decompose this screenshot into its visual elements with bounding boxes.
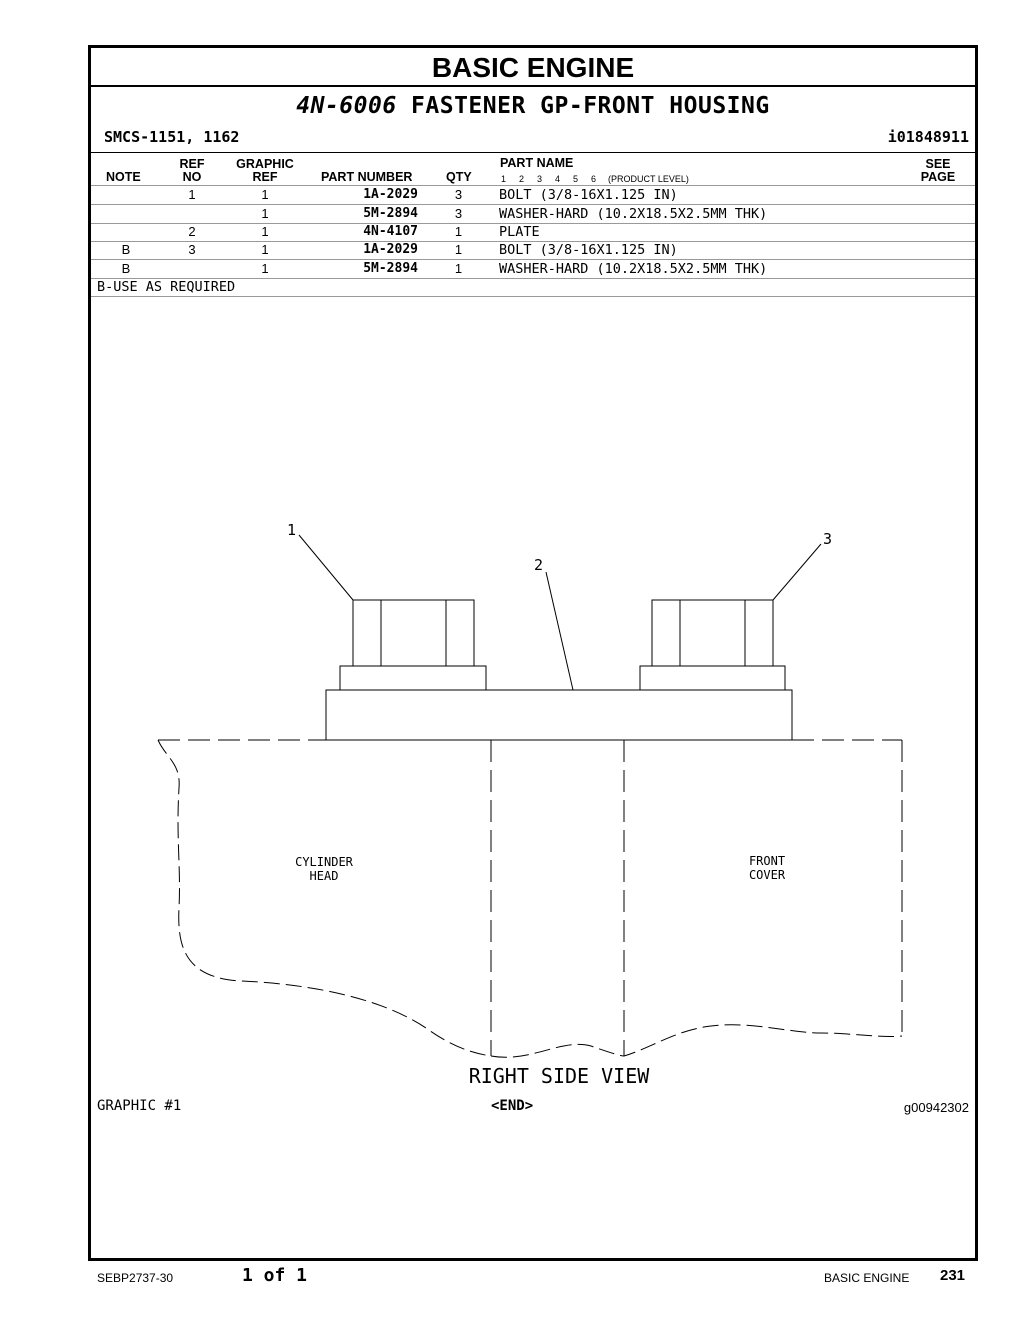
row-part-number: 1A-2029 xyxy=(363,187,418,202)
header-see-bottom: PAGE xyxy=(920,170,956,184)
row-qty: 1 xyxy=(454,242,463,257)
header-see-page: SEE PAGE xyxy=(913,158,963,184)
header-divider xyxy=(91,152,975,153)
cylinder-head-label-1: CYLINDER xyxy=(295,855,354,869)
row-ref: 3 xyxy=(188,242,196,257)
row-qty: 3 xyxy=(454,206,463,221)
header-ref: REF NO xyxy=(173,158,211,184)
row-qty: 3 xyxy=(454,187,463,202)
row-part-number: 5M-2894 xyxy=(363,261,418,276)
header-graphic-top: GRAPHIC xyxy=(236,157,294,171)
page-title: BASIC ENGINE xyxy=(91,48,975,87)
header-part-name: PART NAME xyxy=(500,156,574,170)
level-3: 3 xyxy=(537,174,543,184)
row-divider xyxy=(91,296,975,297)
footer-section-name: BASIC ENGINE xyxy=(824,1271,910,1285)
washer-right xyxy=(639,665,786,691)
group-part-number: 4N-6006 xyxy=(296,93,397,119)
row-part-name: BOLT (3/8-16X1.125 IN) xyxy=(499,187,678,203)
note-text: B-USE AS REQUIRED xyxy=(97,279,236,295)
row-graphic-ref: 1 xyxy=(261,206,269,221)
level-1: 1 xyxy=(501,174,507,184)
page-frame: BASIC ENGINE 4N-6006 FASTENER GP-FRONT H… xyxy=(88,45,978,1261)
callout-3: 3 xyxy=(823,530,832,548)
row-graphic-ref: 1 xyxy=(261,242,269,257)
header-ref-bottom: NO xyxy=(182,170,202,184)
level-5: 5 xyxy=(573,174,579,184)
cylinder-head-outline xyxy=(157,739,492,1057)
row-graphic-ref: 1 xyxy=(261,187,269,202)
footer-page-of: 1 of 1 xyxy=(242,1265,308,1286)
header-part-number: PART NUMBER xyxy=(321,170,413,184)
front-cover-label-2: COVER xyxy=(749,868,786,882)
document-id: i01848911 xyxy=(887,128,969,146)
row-part-name: PLATE xyxy=(499,224,540,240)
header-graphic-bottom: REF xyxy=(252,170,278,184)
row-graphic-ref: 1 xyxy=(261,261,269,276)
row-divider xyxy=(91,241,975,242)
header-graphic-ref: GRAPHIC REF xyxy=(229,158,301,184)
bolt-head-left xyxy=(352,599,475,667)
header-note: NOTE xyxy=(106,170,141,184)
row-part-number: 5M-2894 xyxy=(363,206,418,221)
front-cover-label-1: FRONT xyxy=(749,854,785,868)
product-level-label: (PRODUCT LEVEL) xyxy=(608,174,689,184)
row-part-number: 4N-4107 xyxy=(363,224,418,239)
end-marker: <END> xyxy=(491,1098,534,1114)
front-cover-outline xyxy=(490,1024,903,1058)
row-part-name: WASHER-HARD (10.2X18.5X2.5MM THK) xyxy=(499,206,768,222)
row-divider xyxy=(91,223,975,224)
smcs-codes: SMCS-1151, 1162 xyxy=(104,128,240,146)
header-ref-top: REF xyxy=(179,157,205,171)
bolt-head-right xyxy=(651,599,774,667)
level-6: 6 xyxy=(591,174,597,184)
header-qty: QTY xyxy=(446,170,472,184)
level-4: 4 xyxy=(555,174,561,184)
row-part-number: 1A-2029 xyxy=(363,242,418,257)
row-note: B xyxy=(121,261,131,276)
callout-2: 2 xyxy=(534,556,543,574)
row-divider xyxy=(91,278,975,279)
washer-left xyxy=(339,665,487,691)
graphic-number: g00942302 xyxy=(903,1100,969,1115)
row-note: B xyxy=(121,242,131,257)
callout-1: 1 xyxy=(287,521,296,539)
footer-document-number: SEBP2737-30 xyxy=(97,1271,174,1285)
row-divider xyxy=(91,204,975,205)
row-divider xyxy=(91,185,975,186)
group-title: 4N-6006 FASTENER GP-FRONT HOUSING xyxy=(91,86,975,126)
row-part-name: BOLT (3/8-16X1.125 IN) xyxy=(499,242,678,258)
graphic-label: GRAPHIC #1 xyxy=(97,1098,182,1114)
header-see-top: SEE xyxy=(925,157,951,171)
row-ref: 1 xyxy=(188,187,196,202)
view-title: RIGHT SIDE VIEW xyxy=(469,1064,651,1088)
row-divider xyxy=(91,259,975,260)
level-2: 2 xyxy=(519,174,525,184)
row-qty: 1 xyxy=(454,224,463,239)
row-part-name: WASHER-HARD (10.2X18.5X2.5MM THK) xyxy=(499,261,768,277)
row-qty: 1 xyxy=(454,261,463,276)
row-graphic-ref: 1 xyxy=(261,224,269,239)
cylinder-head-label-2: HEAD xyxy=(310,869,339,883)
plate xyxy=(325,689,793,741)
parts-illustration: 1 2 3 CYLINDER HEAD FRONT COVER RIGHT SI… xyxy=(157,521,903,1088)
row-ref: 2 xyxy=(188,224,196,239)
group-name: FASTENER GP-FRONT HOUSING xyxy=(411,93,770,119)
footer-page-number: 231 xyxy=(940,1267,966,1284)
